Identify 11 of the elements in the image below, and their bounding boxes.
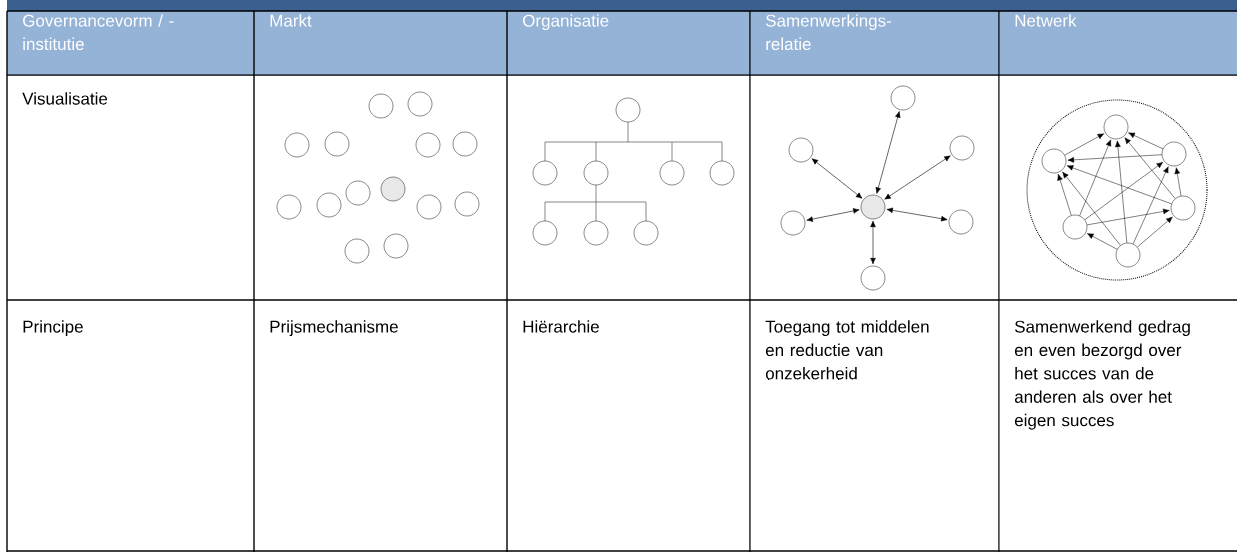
header-cell: Governancevorm / - institutie — [7, 11, 254, 75]
cell-text: Samenwerkend gedrag en even bezorgd over het succes van de anderen als over het eigen succes — [1014, 320, 1190, 430]
row-label: Visualisatie — [22, 92, 108, 105]
header-cell: Netwerk — [999, 11, 1237, 75]
header-cell: Markt — [254, 11, 507, 75]
cell-text: Toegang tot middelen en reductie van onzekerheid — [765, 320, 929, 380]
header-cell: Samenwerkings-relatie — [750, 11, 999, 75]
cell-text: Prijsmechanisme — [270, 320, 398, 337]
header-cell: Organisatie — [507, 11, 750, 75]
row-label: Principe — [23, 320, 83, 337]
cell-text: Hiërarchie — [523, 320, 599, 333]
